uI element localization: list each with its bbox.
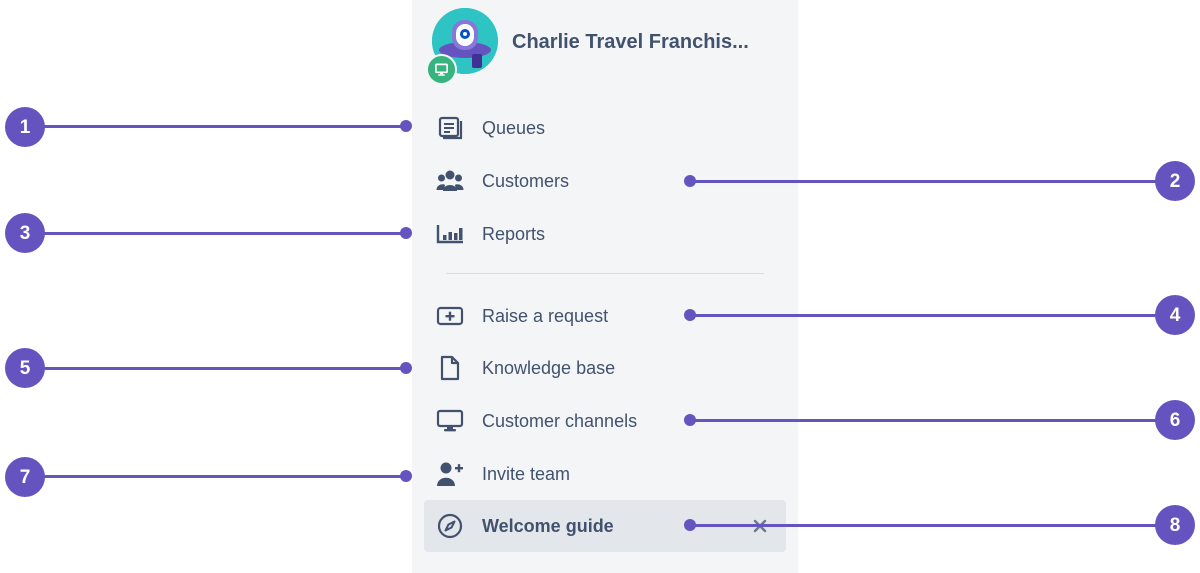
callout-line-1 <box>40 125 406 128</box>
callout-dot-6 <box>684 414 696 426</box>
sidebar-item-label: Queues <box>482 118 546 138</box>
sidebar-item-invite-team[interactable]: Invite team <box>424 448 786 500</box>
project-title[interactable]: Charlie Travel Franchis... <box>512 31 749 53</box>
callout-badge-7: 7 <box>5 457 45 497</box>
callout-dot-7 <box>400 470 412 482</box>
document-icon <box>436 355 464 381</box>
customers-icon <box>436 168 464 194</box>
sidebar-item-label: Invite team <box>482 464 571 484</box>
sidebar-item-label: Welcome guide <box>482 516 614 536</box>
sidebar-divider <box>446 273 764 274</box>
sidebar-item-label: Raise a request <box>482 306 609 326</box>
sidebar-item-label: Customers <box>482 171 570 191</box>
callout-dot-4 <box>684 309 696 321</box>
callout-dot-2 <box>684 175 696 187</box>
sidebar-item-knowledge-base[interactable]: Knowledge base <box>424 342 786 394</box>
project-type-badge <box>426 54 457 85</box>
project-avatar[interactable] <box>432 8 498 74</box>
callout-dot-3 <box>400 227 412 239</box>
callout-dot-8 <box>684 519 696 531</box>
sidebar-item-label: Knowledge base <box>482 358 616 378</box>
add-person-icon <box>436 461 464 487</box>
callout-badge-3: 3 <box>5 213 45 253</box>
compass-icon <box>436 513 464 539</box>
reports-icon <box>436 221 464 247</box>
sidebar-item-reports[interactable]: Reports <box>424 208 786 260</box>
sidebar-item-queues[interactable]: Queues <box>424 102 786 154</box>
callout-dot-1 <box>400 120 412 132</box>
callout-badge-5: 5 <box>5 348 45 388</box>
monitor-icon <box>436 408 464 434</box>
sidebar-item-raise-request[interactable]: Raise a request <box>424 290 786 342</box>
callout-badge-2: 2 <box>1155 161 1195 201</box>
callout-line-8 <box>690 524 1160 527</box>
callout-line-5 <box>40 367 406 370</box>
queues-icon <box>436 115 464 141</box>
callout-line-2 <box>690 180 1160 183</box>
callout-line-7 <box>40 475 406 478</box>
sidebar-item-label: Customer channels <box>482 411 638 431</box>
callout-badge-6: 6 <box>1155 400 1195 440</box>
ufo-robot-icon <box>432 8 498 74</box>
callout-badge-1: 1 <box>5 107 45 147</box>
monitor-icon <box>435 63 448 76</box>
sidebar-item-customers[interactable]: Customers <box>424 155 786 207</box>
callout-line-4 <box>690 314 1160 317</box>
callout-badge-8: 8 <box>1155 505 1195 545</box>
callout-dot-5 <box>400 362 412 374</box>
project-sidebar <box>412 0 798 573</box>
sidebar-item-customer-channels[interactable]: Customer channels <box>424 395 786 447</box>
callout-badge-4: 4 <box>1155 295 1195 335</box>
callout-line-6 <box>690 419 1160 422</box>
callout-line-3 <box>40 232 406 235</box>
raise-request-icon <box>436 303 464 329</box>
sidebar-item-label: Reports <box>482 224 546 244</box>
